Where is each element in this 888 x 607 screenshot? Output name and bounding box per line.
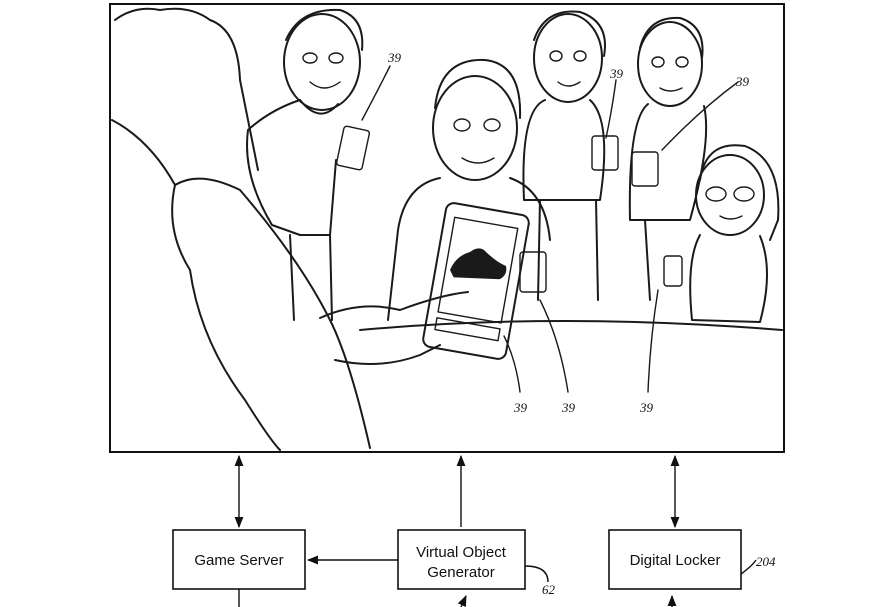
phone-icon	[591, 135, 619, 171]
digital-locker-box	[608, 529, 742, 590]
vog-label-line2: Generator	[427, 564, 495, 581]
scene-frame	[109, 3, 785, 453]
person-1	[246, 8, 364, 321]
phone-icon	[422, 202, 530, 360]
ref-label-39: 39	[735, 74, 750, 89]
ref-label-39: 39	[387, 50, 402, 65]
game-server-label: Game Server	[194, 552, 283, 569]
digital-locker-label: Digital Locker	[630, 552, 721, 569]
ref-label-39: 39	[609, 66, 624, 81]
ref-label-62: 62	[542, 582, 556, 597]
game-server-box	[172, 529, 306, 590]
vog-label-line1: Virtual Object	[416, 544, 507, 561]
ref-label-204: 204	[756, 554, 776, 569]
ref-label-39: 39	[561, 400, 576, 415]
foreground-user	[111, 7, 469, 451]
sneaker-icon	[450, 248, 507, 281]
person-2	[387, 58, 551, 321]
person-5	[689, 144, 780, 323]
phone-icon	[519, 251, 547, 293]
person-3	[522, 10, 606, 301]
ref-label-39: 39	[513, 400, 528, 415]
virtual-object-generator-box	[397, 529, 526, 590]
scene-illustration	[111, 7, 783, 451]
person-4	[628, 16, 708, 301]
ref-label-39: 39	[639, 400, 654, 415]
phone-icon	[631, 151, 659, 187]
phone-icon	[663, 255, 683, 287]
phone-icon	[335, 125, 371, 171]
